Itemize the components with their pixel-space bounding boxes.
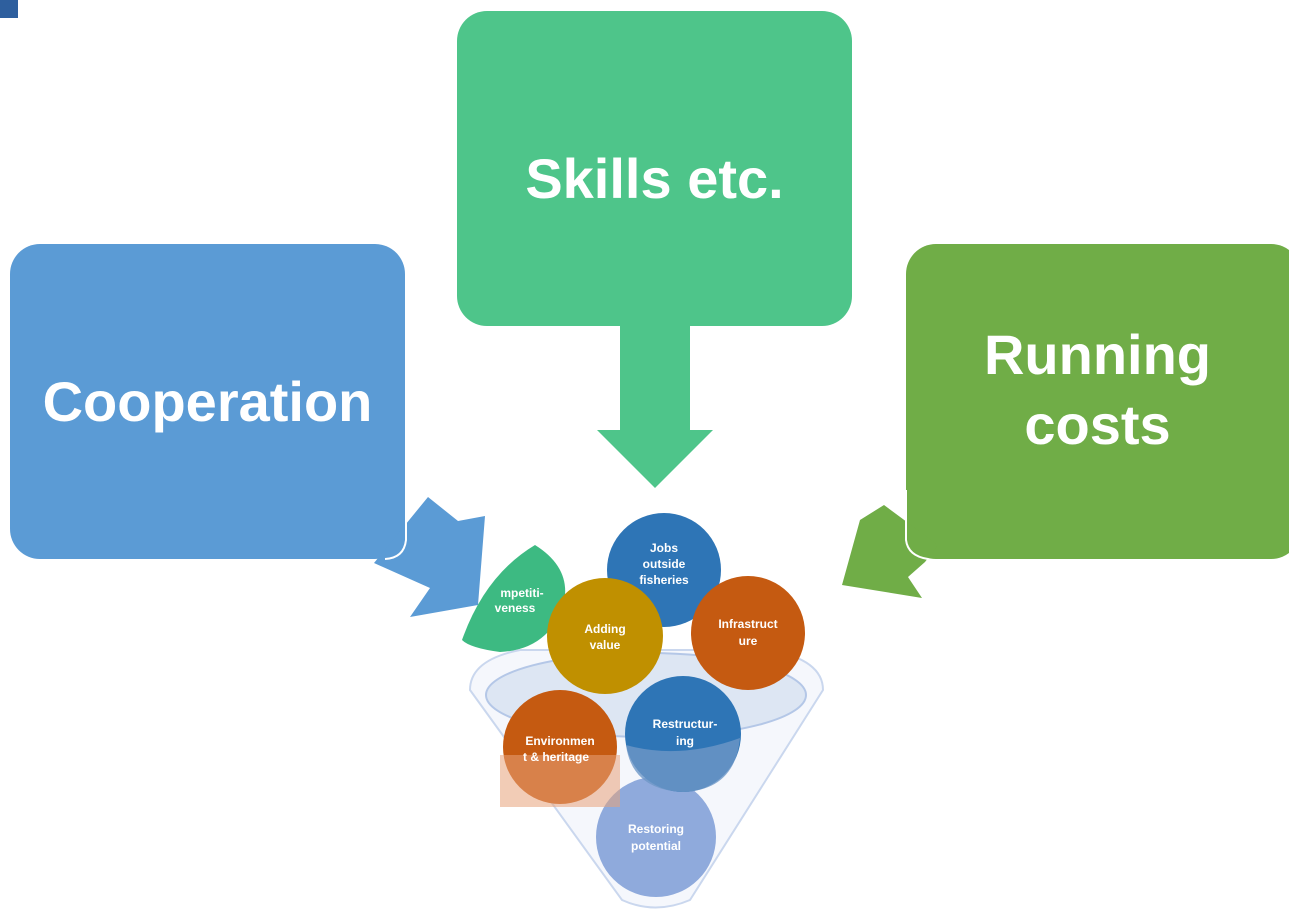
svg-text:t & heritage: t & heritage: [523, 750, 589, 764]
running-costs-label-line1: Running: [983, 322, 1212, 386]
cooperation-box: Cooperation: [10, 244, 405, 559]
running-costs-label-line2: costs: [1024, 392, 1171, 456]
skills-box: Skills etc.: [457, 11, 852, 326]
circle-competitiveness: mpetiti- veness: [462, 545, 566, 652]
infrastructure-line2: ure: [739, 634, 758, 648]
svg-text:Jobs: Jobs: [650, 541, 678, 555]
svg-text:fisheries: fisheries: [639, 573, 689, 587]
jobs-line2: outside: [643, 557, 686, 571]
svg-text:veness: veness: [495, 601, 536, 615]
adding-value-line2: value: [590, 638, 621, 652]
infrastructure-line1: Infrastruct: [718, 617, 777, 631]
circle-environment-heritage: Environmen t & heritage: [500, 690, 620, 807]
circle-jobs-outside-fisheries: Jobs outside fisheries: [607, 513, 721, 627]
jobs-line3: fisheries: [639, 573, 689, 587]
restructuring-line2: ing: [676, 734, 694, 748]
circle-restructuring: Restructur- ing: [625, 676, 741, 792]
svg-text:value: value: [590, 638, 621, 652]
skills-down-arrow: [597, 326, 713, 488]
funnel: [468, 649, 825, 909]
svg-text:Restoring: Restoring: [628, 822, 684, 836]
svg-text:ure: ure: [739, 634, 758, 648]
running-costs-box: Running costs: [906, 244, 1289, 559]
svg-text:Restructur-: Restructur-: [653, 717, 718, 731]
environment-line2: t & heritage: [523, 750, 589, 764]
svg-text:Environmen: Environmen: [525, 734, 594, 748]
competitiveness-line1: mpetiti-: [500, 586, 543, 600]
circle-adding-value: Adding value: [547, 578, 663, 694]
environment-line1: Environmen: [525, 734, 594, 748]
svg-text:outside: outside: [643, 557, 686, 571]
svg-text:Adding: Adding: [584, 622, 625, 636]
restructuring-line1: Restructur-: [653, 717, 718, 731]
restoring-line2: potential: [631, 839, 681, 853]
circle-infrastructure: Infrastruct ure: [691, 576, 805, 690]
competitiveness-line2: veness: [495, 601, 536, 615]
adding-value-line1: Adding: [584, 622, 625, 636]
cooperation-label: Cooperation: [42, 370, 373, 433]
svg-text:potential: potential: [631, 839, 681, 853]
skills-label: Skills etc.: [525, 147, 784, 210]
restoring-line1: Restoring: [628, 822, 684, 836]
svg-text:Infrastruct: Infrastruct: [718, 617, 777, 631]
corner-mark: [0, 0, 18, 18]
jobs-line1: Jobs: [650, 541, 678, 555]
svg-text:mpetiti-: mpetiti-: [500, 586, 543, 600]
circle-restoring-potential: Restoring potential: [596, 777, 716, 897]
svg-text:ing: ing: [676, 734, 694, 748]
